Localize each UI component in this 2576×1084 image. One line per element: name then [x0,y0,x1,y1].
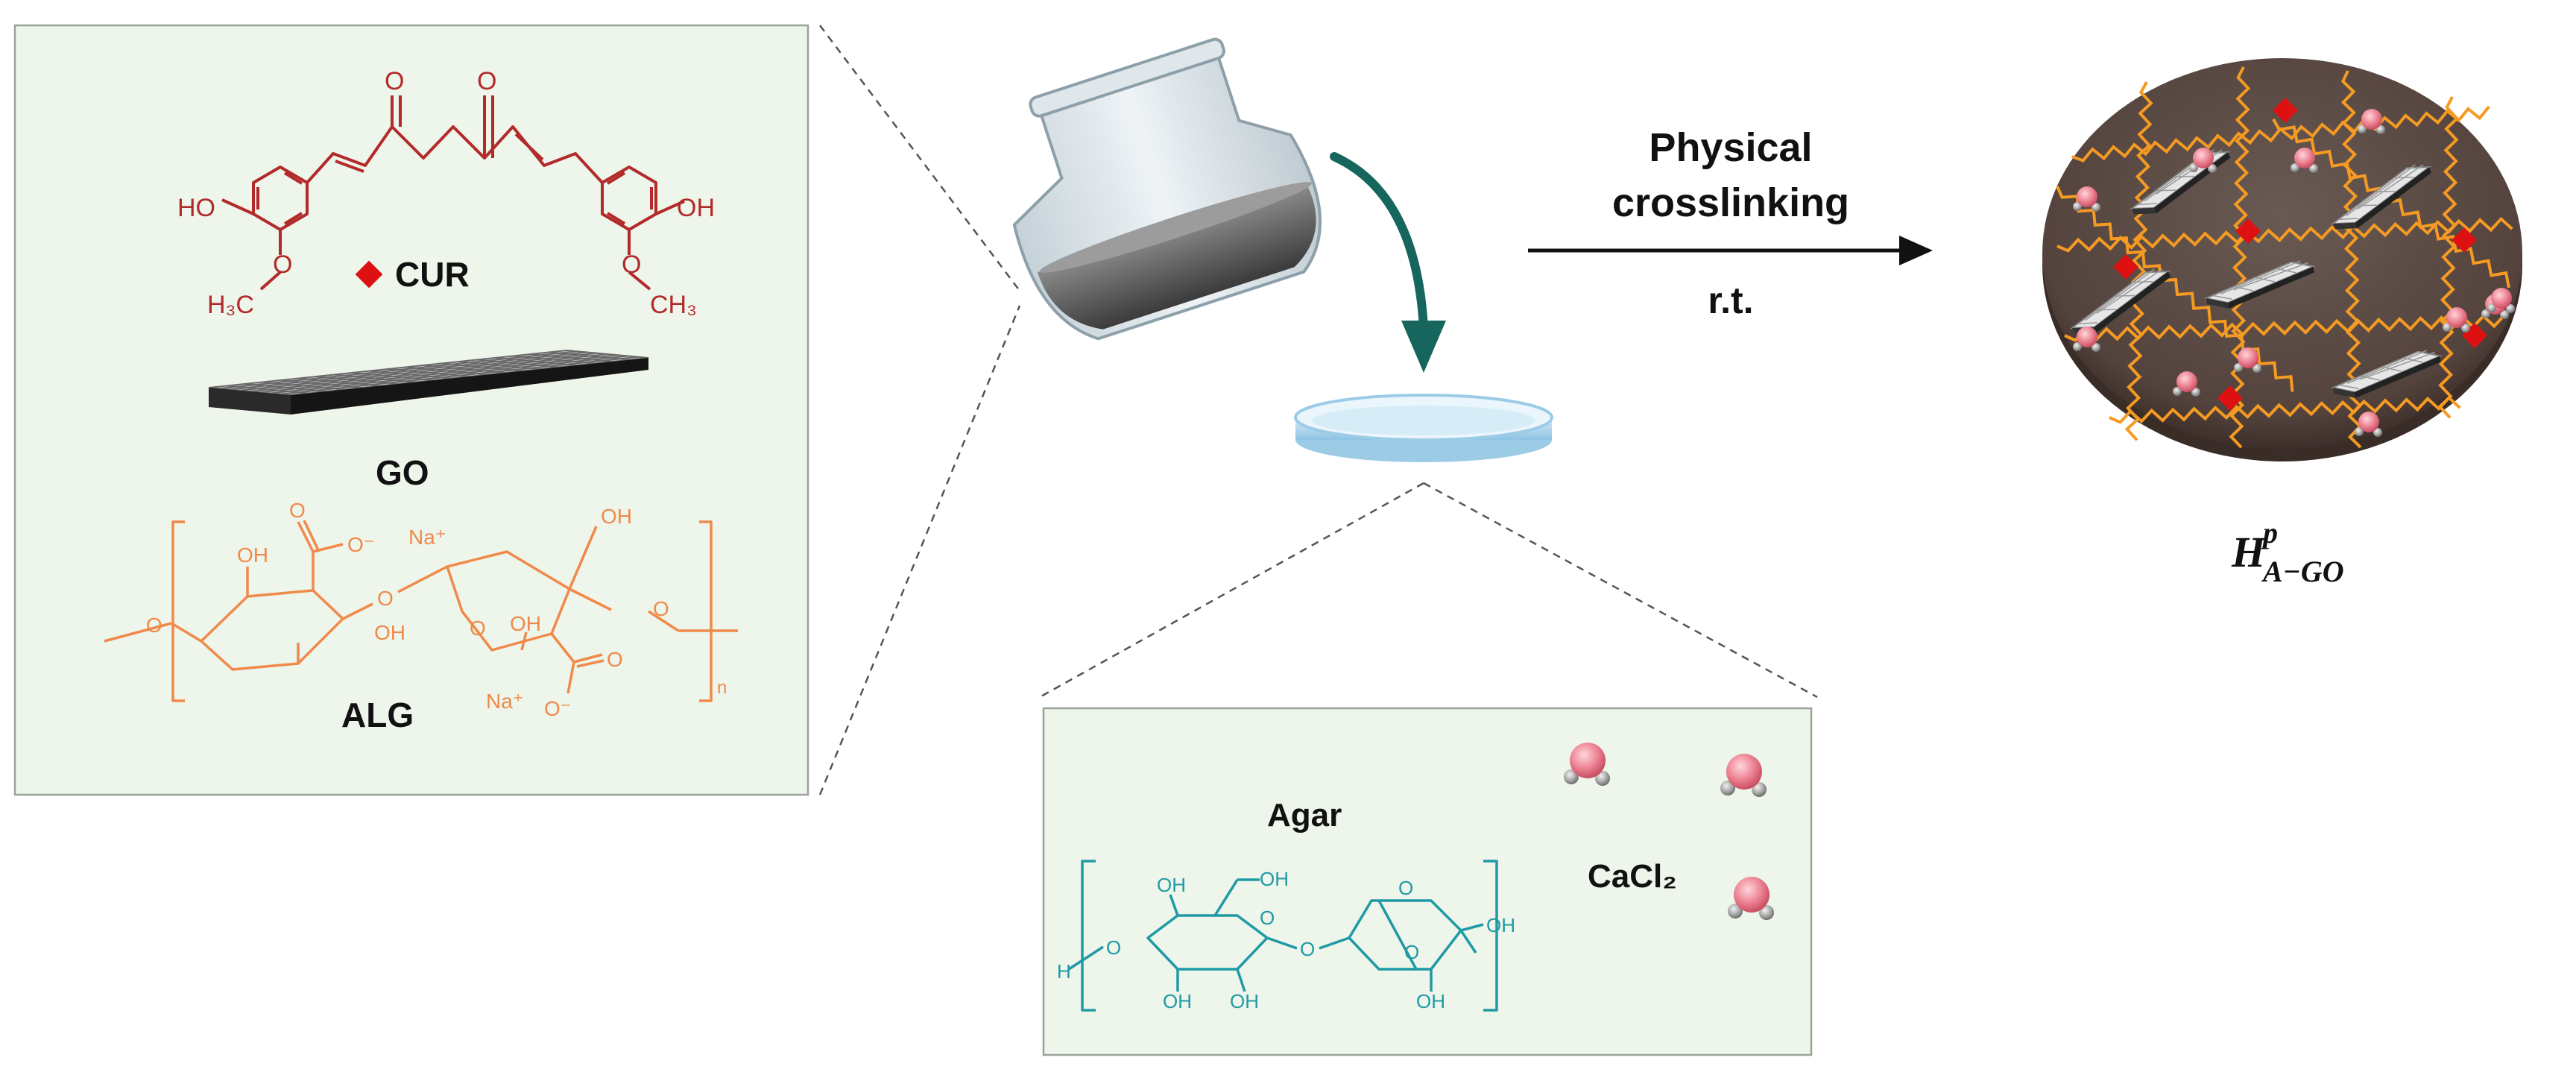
cur-diamond-icon [355,260,383,289]
zoom-line-top [819,25,1020,292]
left-panel [13,24,809,796]
agar-structure [1068,860,1498,1012]
alg-atom-o-carbonyl-1: O [289,499,306,522]
agar-atom-o-left: O [1106,936,1121,959]
zoom-line-left [1039,482,1424,699]
agar-label: Agar [1267,797,1342,834]
cur-atom-ch3: CH₃ [650,291,697,319]
cur-atom-o-right: O [622,250,641,279]
agar-atom-o-link: O [1300,938,1315,960]
alg-atom-oh-top: OH [601,505,632,528]
cur-label: CUR [395,255,470,294]
cur-atom-h3c: H₃C [207,291,254,319]
product-label-sub: A−GO [2261,555,2344,588]
agar-atom-o-bridge: O [1398,877,1413,899]
arrow-label-line2: crosslinking [1612,180,1849,225]
agar-atom-oh-2: OH [1260,868,1289,890]
alg-atom-o-right: O [653,597,669,620]
agar-atom-labels: H O OH OH OH OH O O O O OH OH [1057,868,1515,1012]
agar-atom-oh-1: OH [1157,874,1186,896]
alg-atom-oh-2: OH [374,621,405,644]
pouring-flask-icon [1012,37,1322,341]
zoom-line-right [1423,482,1818,699]
alg-atom-oh-3: OH [510,612,541,635]
product-label-sup: p [2261,516,2278,549]
alg-atom-o-bridge: O [377,587,394,610]
alg-atom-o-left: O [146,614,162,637]
alginate-atom-labels: O O⁻ Na⁺ OH O OH O OH O OH O O O⁻ Na⁺ n [146,499,727,720]
petri-dish-icon [1294,394,1553,462]
alg-atom-o-minus-2: O⁻ [544,697,572,720]
product-label: H p A−GO [2231,516,2344,588]
alg-atom-oh-1: OH [237,543,268,567]
agar-atom-oh-5: OH [1486,914,1515,936]
alg-atom-o-minus-1: O⁻ [347,533,375,556]
alginate-structure [104,520,738,702]
cur-atom-o1: O [385,67,404,95]
cur-atom-o2: O [477,67,496,95]
arrow-label-line1: Physical [1649,125,1812,170]
arrow-label-below: r.t. [1708,280,1753,321]
cacl2-label: CaCl₂ [1588,858,1677,895]
alg-atom-o-carbonyl-2: O [607,648,623,671]
agar-atom-h: H [1057,960,1071,983]
pour-arrow-head [1401,321,1446,373]
cur-atom-ho: HO [177,194,215,222]
alg-atom-na-1: Na⁺ [408,526,446,549]
bottom-panel [1042,707,1813,1056]
go-label: GO [376,453,429,492]
alg-label: ALG [341,696,414,734]
agar-atom-oh-4: OH [1230,990,1259,1012]
product-label-main: H [2231,528,2267,576]
agar-atom-oh-6: OH [1416,990,1445,1012]
graphene-oxide-sheet [208,350,649,415]
pour-arrow [1330,152,1428,333]
cur-atom-o-left: O [273,250,292,279]
agar-atom-o-ring2: O [1404,941,1419,963]
zoom-line-bottom [818,305,1021,795]
agar-atom-oh-3: OH [1163,990,1192,1012]
alg-atom-n: n [717,678,727,698]
curcumin-atom-labels: O O HO OH O O H₃C CH₃ [177,67,715,319]
curcumin-structure [221,95,685,291]
agar-atom-o-ring: O [1260,907,1275,929]
alg-atom-o-ring-2: O [470,617,486,640]
cur-atom-oh: OH [677,194,715,222]
alg-atom-na-2: Na⁺ [486,690,524,713]
hydrogel-product [2042,58,2522,461]
